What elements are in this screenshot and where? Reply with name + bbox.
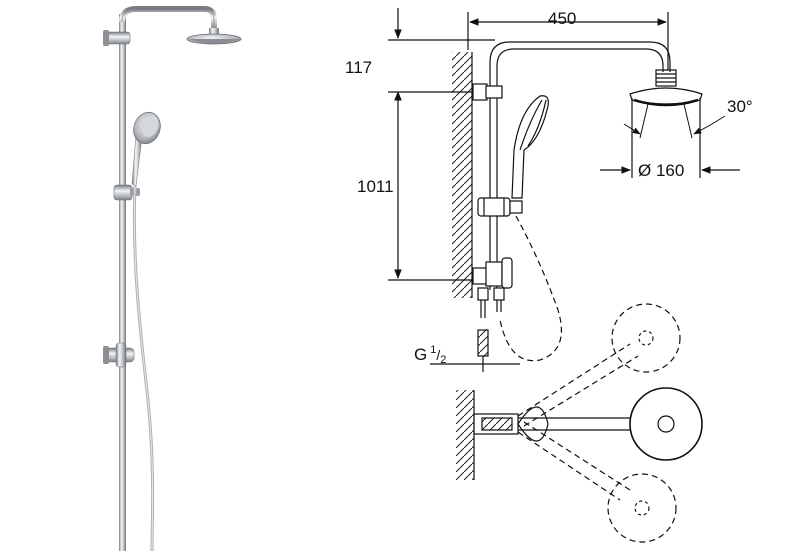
head-shower-outline xyxy=(629,69,703,107)
wall-section-lower xyxy=(456,390,475,480)
shower-arm xyxy=(119,6,217,30)
lower-wall-bracket xyxy=(103,342,135,368)
wall-section-upper xyxy=(452,52,473,298)
label-top-offset: 117 xyxy=(345,58,372,77)
connection-numerator: 1 xyxy=(430,344,436,356)
dimension-diameter xyxy=(600,98,740,178)
label-head-diameter: Ø 160 xyxy=(638,161,684,180)
rail-brackets xyxy=(472,83,513,289)
label-spray-angle: 30° xyxy=(727,97,753,116)
hand-shower xyxy=(131,111,161,187)
connection-denominator: 2 xyxy=(440,354,446,366)
connection-main: G xyxy=(414,345,427,364)
slider-outline xyxy=(477,197,523,217)
connection-fitting xyxy=(430,287,520,372)
dimension-vertical xyxy=(388,8,495,281)
product-rendering xyxy=(103,6,242,551)
plan-view xyxy=(473,303,703,543)
label-arm-length: 450 xyxy=(548,9,576,28)
rail-pipe xyxy=(119,14,126,551)
hose-outline xyxy=(499,215,562,362)
head-shower xyxy=(186,28,242,45)
dimension-arm-length xyxy=(467,12,669,70)
label-rail-height: 1011 xyxy=(357,177,394,196)
shower-hose xyxy=(132,185,155,551)
arm-outline xyxy=(489,41,671,290)
technical-drawing xyxy=(388,8,740,543)
upper-wall-bracket xyxy=(103,30,131,46)
hand-shower-outline xyxy=(511,95,549,199)
connection-slash: / xyxy=(436,347,440,363)
spray-angle-lines xyxy=(623,103,726,139)
